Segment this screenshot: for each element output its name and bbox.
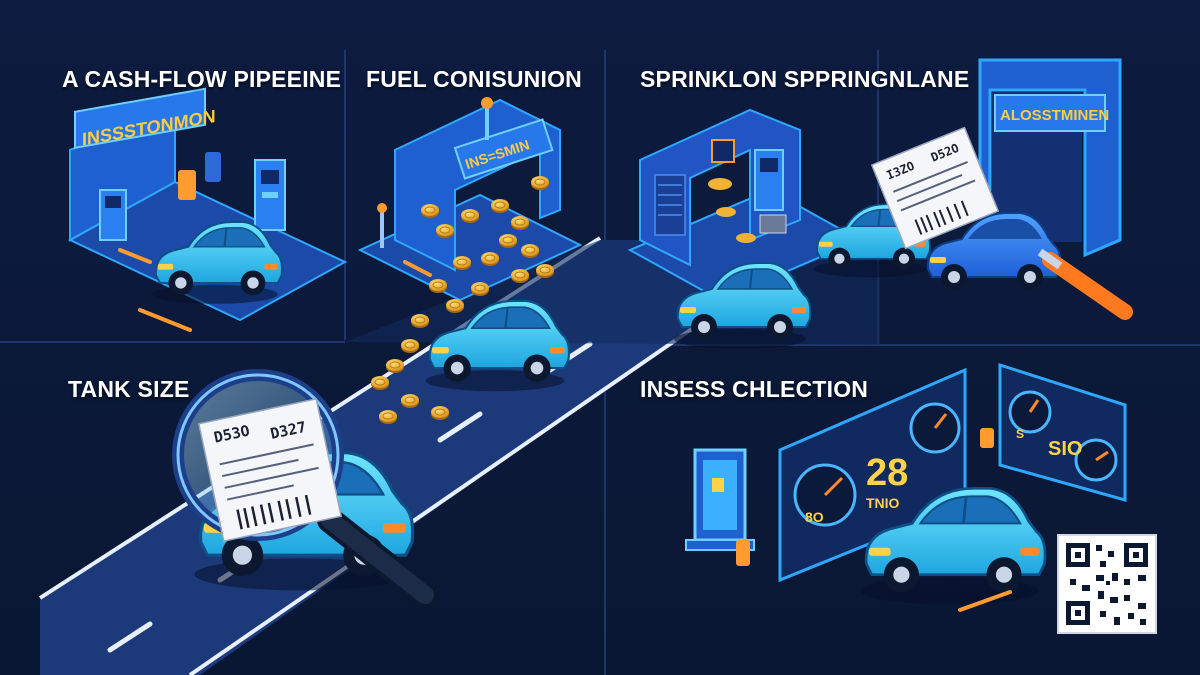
speed-readout: 28 bbox=[866, 452, 908, 494]
right-gauge-value: SIO bbox=[1048, 438, 1082, 460]
dashboard-gauge-icon: 28 TNIO 8O bbox=[778, 367, 967, 583]
cash-flow-title: A CASH-FLOW PIPEEINE bbox=[62, 66, 342, 92]
tank-panel: D53O D327 bbox=[172, 369, 438, 608]
tank-title: TANK SIZE bbox=[68, 376, 190, 402]
info-kiosk-icon bbox=[685, 448, 755, 551]
lane-panel: ALOSSTMINEN I3ZO D52O bbox=[813, 58, 1133, 320]
sprinklon-title: SPRINKLON SPPRINGN bbox=[640, 66, 906, 92]
inspection-panel: 28 TNIO 8O SIO S bbox=[685, 362, 1157, 634]
receipt-icon: D53O D327 bbox=[197, 397, 343, 543]
dashboard-gauge-icon: SIO S bbox=[998, 362, 1127, 502]
lane-sign: ALOSSTMINEN bbox=[1000, 107, 1109, 124]
inspection-title: INSESS CHLECTION bbox=[640, 376, 869, 402]
atm-kiosk-icon bbox=[99, 189, 127, 241]
cash-flow-panel: INSSSTONMON bbox=[67, 87, 348, 332]
receipt-icon: I3ZO D52O bbox=[870, 126, 1000, 250]
qr-code-icon bbox=[1057, 534, 1157, 634]
sprinklon-panel bbox=[627, 108, 863, 350]
lane-title: LANE bbox=[906, 66, 970, 92]
small-gauge-value: S bbox=[1016, 427, 1024, 441]
magnifier-icon bbox=[1037, 248, 1133, 320]
fuel-title: FUEL CONISUNION bbox=[366, 66, 582, 92]
speed-unit: TNIO bbox=[866, 495, 900, 511]
left-gauge-value: 8O bbox=[805, 509, 824, 525]
fuel-pump-icon bbox=[254, 159, 286, 231]
fuel-panel: INS=SMIN bbox=[357, 97, 583, 425]
